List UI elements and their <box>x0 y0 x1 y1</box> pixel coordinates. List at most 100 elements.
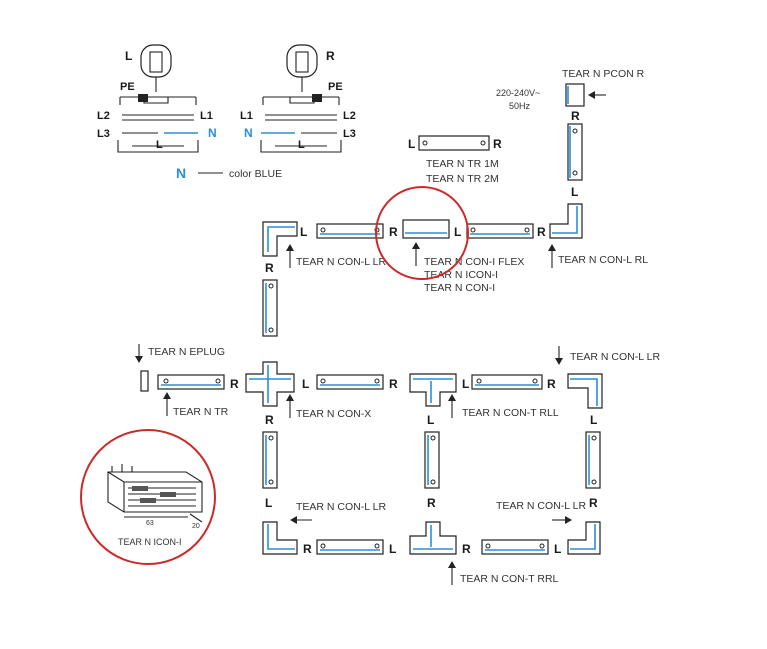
legend-n-symbol: N <box>176 165 186 181</box>
l2-label-right: L2 <box>343 110 356 122</box>
label-con-l-lr-bl: TEAR N CON-L LR <box>296 501 386 513</box>
label-icon-i: TEAR N ICON-I <box>424 269 498 281</box>
profile-top-right <box>262 96 340 105</box>
inset-icon-i: 63 20 TEAR N ICON-I <box>80 429 216 565</box>
track-bottom-1: L <box>316 539 396 556</box>
dimension-20: 20 <box>192 523 200 530</box>
mark-r-right-lower: R <box>589 496 598 510</box>
label-con-t-rll: TEAR N CON-T RLL <box>462 407 559 419</box>
mark-r-pcon: R <box>571 109 580 123</box>
end-plug <box>140 370 149 392</box>
power-supply: 220-240V~ 50Hz TEAR N PCON R R <box>496 68 645 123</box>
label-con-x: TEAR N CON-X <box>296 408 371 420</box>
mark-r-middle-2: R <box>389 377 398 391</box>
mark-r-corner-bl: R <box>303 542 312 556</box>
adapter-contact-right <box>295 51 309 73</box>
track-left-upper <box>262 279 278 337</box>
n-label-right: N <box>244 126 253 140</box>
mark-l-con-x: L <box>302 377 309 391</box>
label-con-l-rl: TEAR N CON-L RL <box>558 254 648 266</box>
frequency-label: 50Hz <box>509 101 531 111</box>
color-legend: N color BLUE <box>176 165 282 181</box>
l2-label-left: L2 <box>97 110 110 122</box>
voltage-label: 220-240V~ <box>496 88 540 98</box>
l3-label-right: L3 <box>343 128 356 140</box>
label-tr: TEAR N TR <box>173 406 229 418</box>
corner-top-left: L R <box>262 221 307 275</box>
pe-label-right: PE <box>328 81 343 93</box>
label-eplug: TEAR N EPLUG <box>148 346 225 358</box>
track-top-1: R <box>316 223 398 239</box>
track-sample-tr: L R TEAR N TR 1M TEAR N TR 2M <box>408 135 502 185</box>
connector-con-t-rrl: R TEAR N CON-T RRL <box>409 521 559 585</box>
corner-bottom-right: TEAR N CON-L LR <box>496 500 601 555</box>
mark-l-con-t-rll: L <box>462 377 469 391</box>
track-bottom-2: L <box>481 539 561 556</box>
corner-bottom-left: TEAR N CON-L LR R <box>262 501 386 556</box>
mark-l-flex: L <box>454 225 461 239</box>
endcap-eplug: TEAR N EPLUG <box>135 344 225 392</box>
highlight-ring-flex <box>375 186 469 280</box>
track-middle-3: R <box>471 374 556 391</box>
pe-clip-left <box>138 94 148 102</box>
label-con-l-lr-br: TEAR N CON-L LR <box>496 500 586 512</box>
inset-title: TEAR N ICON-I <box>118 537 182 547</box>
track-top-2: R <box>466 223 546 239</box>
pe-label-left: PE <box>120 81 135 93</box>
mark-r-corner-tl: R <box>265 261 274 275</box>
label-tr-2m: TEAR N TR 2M <box>426 173 499 185</box>
wiring-side-label-left: L <box>125 49 132 63</box>
corner-middle-right: TEAR N CON-L LR L <box>555 346 660 427</box>
track-tr-sample <box>418 135 490 151</box>
adapter-contact-left <box>149 51 163 73</box>
track-middle-tr: R TEAR N TR <box>157 374 239 418</box>
mark-l-corner-mr: L <box>590 413 597 427</box>
mark-r-tr-sample: R <box>493 137 502 151</box>
connector-con-t-rll: L TEAR N CON-T RLL <box>409 373 559 419</box>
mark-r-left-lower: R <box>265 413 274 427</box>
mark-l-tr-sample: L <box>408 137 415 151</box>
label-pcon: TEAR N PCON R <box>562 68 645 80</box>
label-con-i: TEAR N CON-I <box>424 282 495 294</box>
connector-con-i-flex: L <box>402 219 461 239</box>
legend-text: color BLUE <box>229 168 282 180</box>
label-con-t-rrl: TEAR N CON-T RRL <box>460 573 559 585</box>
pe-clip-right <box>312 94 322 102</box>
pcon-arrow-head <box>588 91 595 99</box>
mark-l-pcon-down: L <box>571 185 578 199</box>
l1-label-right: L1 <box>240 110 253 122</box>
mark-r-top-1: R <box>389 225 398 239</box>
mark-l-corner-tl: L <box>300 225 307 239</box>
dimension-63: 63 <box>146 520 154 527</box>
label-tr-1m: TEAR N TR 1M <box>426 158 499 170</box>
corner-top-right <box>549 203 583 239</box>
bottom-label-left: L <box>156 139 163 151</box>
labels-top-row: TEAR N CON-L LR TEAR N CON-I FLEX TEAR N… <box>286 242 648 294</box>
n-label-left: N <box>208 126 217 140</box>
power-connector-pcon <box>565 83 585 107</box>
mark-l-center-lower: L <box>427 413 434 427</box>
bottom-label-right: L <box>298 139 305 151</box>
connector-body <box>107 471 203 513</box>
mark-l-bottom-1: L <box>389 542 396 556</box>
wiring-diagram-left: L PE L2 L1 L3 N L <box>97 44 217 153</box>
profile-bottom-left <box>117 140 199 153</box>
profile-top-left <box>119 96 197 105</box>
l1-label-left: L1 <box>200 110 213 122</box>
label-con-i-flex: TEAR N CON-I FLEX <box>424 256 524 268</box>
track-middle-2: R <box>316 374 398 391</box>
track-left-lower: R L <box>262 413 278 510</box>
label-con-l-lr-top: TEAR N CON-L LR <box>296 256 386 268</box>
connector-con-x: L TEAR N CON-X <box>245 361 371 420</box>
track-right-lower: R <box>585 431 601 510</box>
wiring-diagram-right: R PE L1 L2 N L3 L <box>240 44 356 153</box>
inset-ring <box>80 429 216 565</box>
dimension-line-2 <box>189 513 203 523</box>
track-center-lower: L R <box>424 413 440 510</box>
wiring-side-label-right: R <box>326 49 335 63</box>
profile-bottom-right <box>260 140 342 153</box>
mark-l-left-lower: L <box>265 496 272 510</box>
mark-r-top-2: R <box>537 225 546 239</box>
